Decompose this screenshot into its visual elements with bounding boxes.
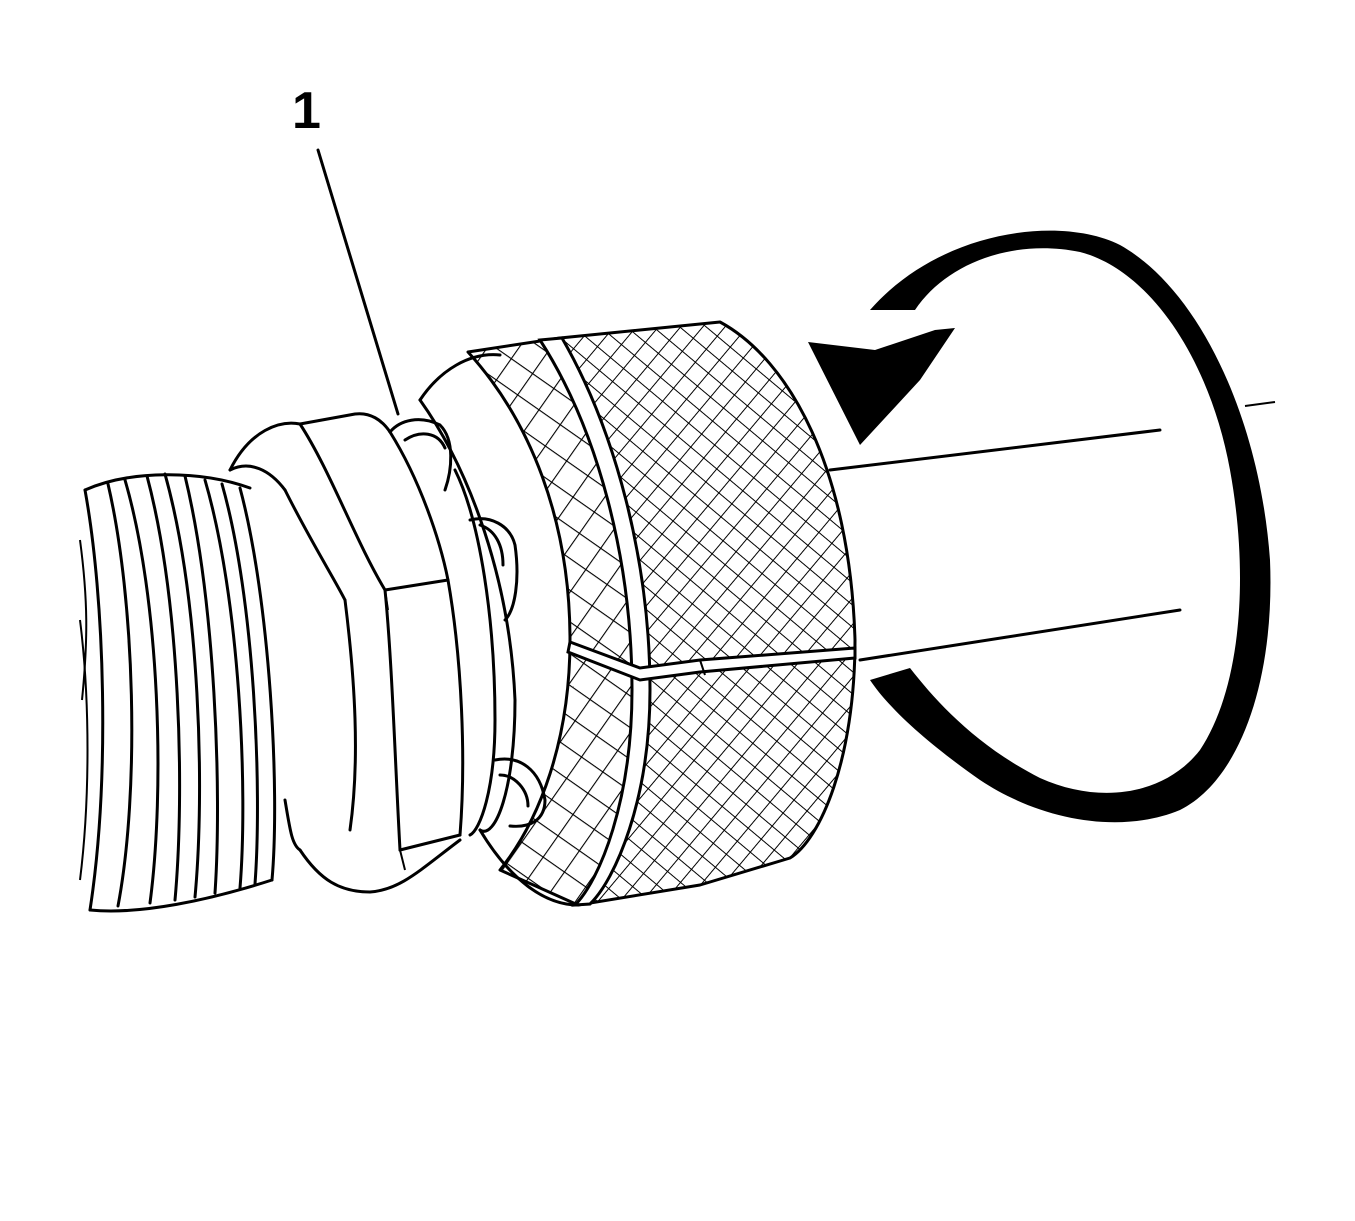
hex-nut <box>228 412 465 894</box>
retaining-clip <box>388 418 547 837</box>
callout-1: 1 <box>292 82 400 416</box>
callout-number-1: 1 <box>292 82 321 140</box>
rotation-arrow <box>808 230 1271 823</box>
threaded-pipe <box>79 472 277 913</box>
tube-outline <box>828 401 1276 662</box>
